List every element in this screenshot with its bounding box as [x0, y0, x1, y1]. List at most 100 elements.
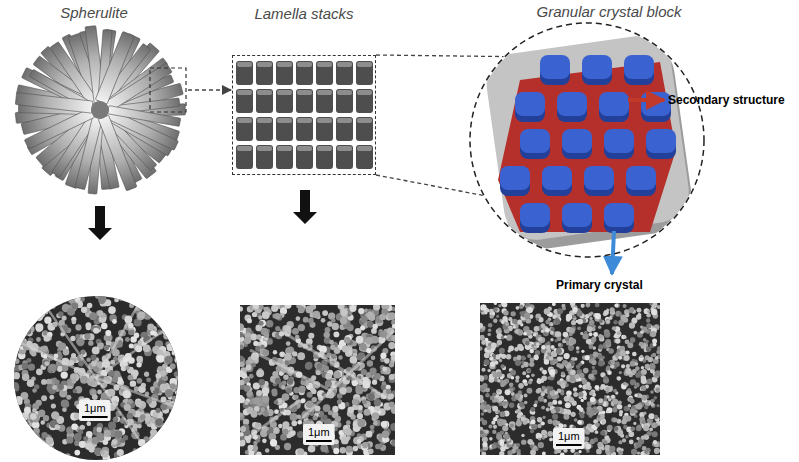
- grain: [297, 352, 305, 360]
- block-body: [356, 61, 373, 85]
- grain: [174, 298, 180, 304]
- grain: [355, 328, 362, 335]
- lamella-block: [256, 61, 273, 85]
- grain: [589, 317, 592, 320]
- grain: [334, 347, 341, 354]
- grain: [26, 293, 33, 300]
- block-body: [296, 89, 313, 113]
- grain: [481, 412, 484, 415]
- grain: [169, 412, 175, 418]
- lamella-streak: [245, 400, 300, 440]
- block-top: [337, 90, 352, 95]
- grain: [113, 417, 119, 423]
- grain: [66, 395, 71, 400]
- grain: [26, 453, 34, 461]
- grain: [71, 424, 78, 431]
- grain: [362, 442, 368, 448]
- block-top: [317, 90, 332, 95]
- grain: [487, 333, 491, 337]
- grain: [360, 343, 367, 350]
- lamella-block: [236, 145, 253, 169]
- grain: [640, 452, 644, 455]
- crystal-top: [520, 129, 550, 153]
- grain: [34, 384, 39, 389]
- grain: [366, 431, 373, 438]
- grain: [373, 421, 378, 426]
- grain: [240, 332, 243, 338]
- lamella-blade: [95, 31, 134, 104]
- grain: [170, 363, 176, 369]
- grain: [78, 361, 84, 367]
- grain: [296, 305, 301, 309]
- grain: [353, 353, 358, 358]
- grain: [162, 423, 167, 428]
- grain: [31, 298, 38, 305]
- grain: [108, 306, 116, 314]
- grain: [173, 342, 180, 349]
- grain: [130, 336, 136, 342]
- grain: [23, 448, 28, 453]
- block-top: [257, 90, 272, 95]
- grain: [121, 455, 129, 462]
- grain: [152, 446, 160, 454]
- grain: [130, 380, 136, 386]
- grain: [43, 302, 50, 309]
- grain: [41, 395, 47, 401]
- lamella-blade: [24, 108, 94, 149]
- grain: [333, 332, 339, 338]
- grain: [341, 437, 349, 445]
- grain: [340, 447, 347, 454]
- crystal-top: [604, 129, 634, 153]
- grain: [136, 457, 142, 462]
- grain: [46, 450, 53, 457]
- block-top: [357, 62, 372, 67]
- grain: [28, 312, 36, 320]
- grain: [292, 351, 297, 356]
- grain: [22, 363, 29, 370]
- grain: [374, 399, 381, 406]
- grain: [42, 346, 48, 352]
- grain: [489, 314, 494, 319]
- block-body: [256, 117, 273, 141]
- grain: [12, 456, 20, 462]
- primary-crystal: [641, 92, 671, 122]
- grain: [251, 411, 258, 418]
- block-body: [276, 61, 293, 85]
- grain: [120, 438, 125, 443]
- grain: [72, 320, 77, 325]
- grain: [298, 386, 305, 393]
- grain: [313, 311, 321, 319]
- grain: [284, 305, 291, 309]
- grain: [92, 394, 98, 400]
- lamella-block: [336, 117, 353, 141]
- radial-streak: [47, 308, 96, 378]
- block-top: [257, 62, 272, 67]
- grain: [253, 305, 259, 309]
- grain: [534, 326, 539, 331]
- lamella-block: [336, 61, 353, 85]
- grain: [572, 321, 576, 325]
- crystal-top: [562, 203, 592, 227]
- grain: [605, 319, 610, 324]
- grain: [167, 304, 172, 309]
- grain: [71, 424, 77, 430]
- grain: [344, 337, 351, 344]
- grain: [166, 325, 173, 332]
- grain: [382, 431, 390, 439]
- grain: [89, 312, 97, 320]
- grain: [240, 361, 245, 367]
- grain: [370, 425, 375, 430]
- grain: [73, 389, 78, 394]
- grain: [145, 307, 151, 313]
- crystal-top: [520, 203, 550, 227]
- primary-crystal: [562, 203, 592, 233]
- grain: [44, 317, 51, 324]
- grain: [161, 425, 168, 432]
- grain: [636, 425, 642, 431]
- grain: [173, 345, 178, 350]
- primary-crystal: [500, 166, 530, 196]
- lamella-blocks: [236, 61, 373, 169]
- lamella-block: [316, 145, 333, 169]
- grain: [145, 305, 152, 312]
- grain: [271, 305, 278, 312]
